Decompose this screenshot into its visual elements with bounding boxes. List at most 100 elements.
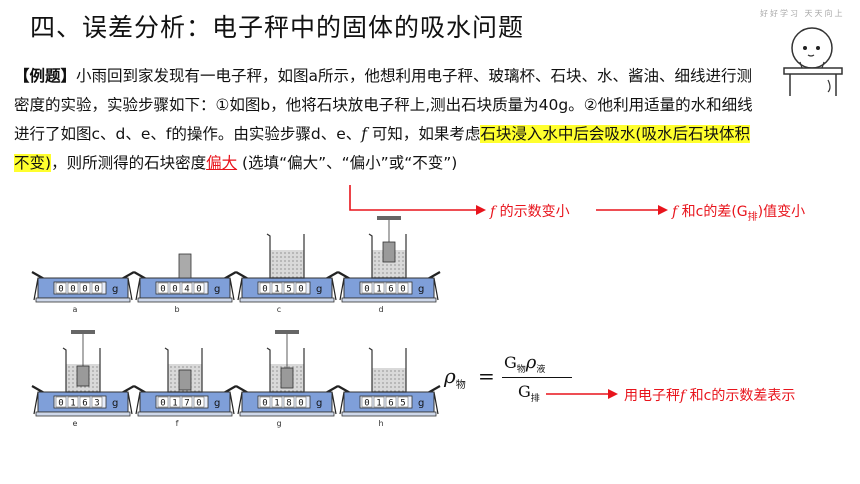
water xyxy=(270,250,304,278)
scale-base xyxy=(239,411,335,417)
scale-label: f xyxy=(176,419,179,428)
water-dot xyxy=(276,374,278,376)
scale-leg xyxy=(339,277,439,301)
stone xyxy=(178,369,192,391)
digit-cell xyxy=(271,282,283,294)
scale-digit: 1 xyxy=(376,399,381,409)
water-dot xyxy=(386,390,388,392)
water-dot xyxy=(300,378,302,380)
water-dot xyxy=(72,374,74,376)
water-dot xyxy=(374,370,376,372)
water-dot xyxy=(198,386,200,388)
water-dot xyxy=(174,378,176,380)
water-dot xyxy=(390,378,392,380)
water-dot xyxy=(374,390,376,392)
arrowhead-2 xyxy=(658,205,668,215)
scale-unit: g xyxy=(316,284,322,295)
scale-digit: 0 xyxy=(262,285,267,295)
water-dot xyxy=(92,386,94,388)
water-dot xyxy=(386,268,388,270)
water-dot xyxy=(96,374,98,376)
water-dot xyxy=(186,366,188,368)
water-dot xyxy=(378,374,380,376)
water-dot xyxy=(394,272,396,274)
water-dot xyxy=(398,272,400,274)
water-dot xyxy=(296,386,298,388)
water-dot xyxy=(374,272,376,274)
water-dot xyxy=(292,260,294,262)
water-dot xyxy=(182,366,184,368)
water-dot xyxy=(382,378,384,380)
water-dot xyxy=(402,378,404,380)
water-dot xyxy=(382,276,384,278)
watermark-text: 好好学习 天天向上 xyxy=(760,9,845,18)
water-dot xyxy=(398,264,400,266)
scale-digit: 7 xyxy=(184,399,189,409)
scale-digit: 0 xyxy=(298,285,303,295)
beaker xyxy=(368,233,407,279)
water-dot xyxy=(68,386,70,388)
digit-cell xyxy=(397,282,409,294)
note1-f: f xyxy=(490,204,496,220)
water-dot xyxy=(276,268,278,270)
water-dot xyxy=(72,386,74,388)
note-difference-expression: 用电子秤f 和c的示数差表示 xyxy=(624,385,795,405)
water-dot xyxy=(382,272,384,274)
scale-digit: 6 xyxy=(388,285,393,295)
scale-leg xyxy=(135,391,235,415)
water-dot xyxy=(374,260,376,262)
digit-cell xyxy=(373,282,385,294)
water-dot xyxy=(296,382,298,384)
water-dot xyxy=(292,252,294,254)
num-rho: ρ xyxy=(525,352,537,373)
water-dot xyxy=(394,264,396,266)
water-dot xyxy=(398,370,400,372)
scale-label: c xyxy=(277,305,281,314)
water-dot xyxy=(374,378,376,380)
water-dot xyxy=(280,390,282,392)
water-dot xyxy=(296,374,298,376)
water-dot xyxy=(300,276,302,278)
water-dot xyxy=(190,390,192,392)
digit-cell xyxy=(259,396,271,408)
digit-cell xyxy=(79,282,91,294)
formula-denominator: G排 xyxy=(518,382,540,404)
scale-digit: 0 xyxy=(262,399,267,409)
note2-f: f xyxy=(672,204,678,220)
digit-cell xyxy=(295,396,307,408)
water-dot xyxy=(402,256,404,258)
water-dot xyxy=(300,252,302,254)
beaker xyxy=(266,233,305,279)
water-dot xyxy=(88,390,90,392)
scale-digit: 5 xyxy=(400,399,405,409)
water-dot xyxy=(288,272,290,274)
water-dot xyxy=(390,268,392,270)
water-dot xyxy=(292,256,294,258)
digit-cell xyxy=(181,396,193,408)
water-dot xyxy=(280,268,282,270)
water-dot xyxy=(382,390,384,392)
digit-cell xyxy=(169,396,181,408)
water-dot xyxy=(272,264,274,266)
problem-text: 【例题】小雨回到家发现有一电子秤，如图a所示，他想利用电子秤、玻璃杯、石块、水、… xyxy=(14,62,762,178)
note3-f: f xyxy=(680,388,686,404)
water-dot xyxy=(378,272,380,274)
water-dot xyxy=(272,378,274,380)
water-dot xyxy=(92,374,94,376)
scale-leg xyxy=(237,277,337,301)
water-dot xyxy=(398,390,400,392)
water-dot xyxy=(96,370,98,372)
water-dot xyxy=(394,370,396,372)
scale-digit: 1 xyxy=(376,285,381,295)
scale-base xyxy=(137,411,233,417)
water-dot xyxy=(68,378,70,380)
water-dot xyxy=(272,386,274,388)
water-dot xyxy=(288,390,290,392)
water-dot xyxy=(394,382,396,384)
problem-text-part3: ，则所测得的石块密度 xyxy=(51,154,207,172)
water-dot xyxy=(194,370,196,372)
num-g-sub: 物 xyxy=(516,365,526,376)
